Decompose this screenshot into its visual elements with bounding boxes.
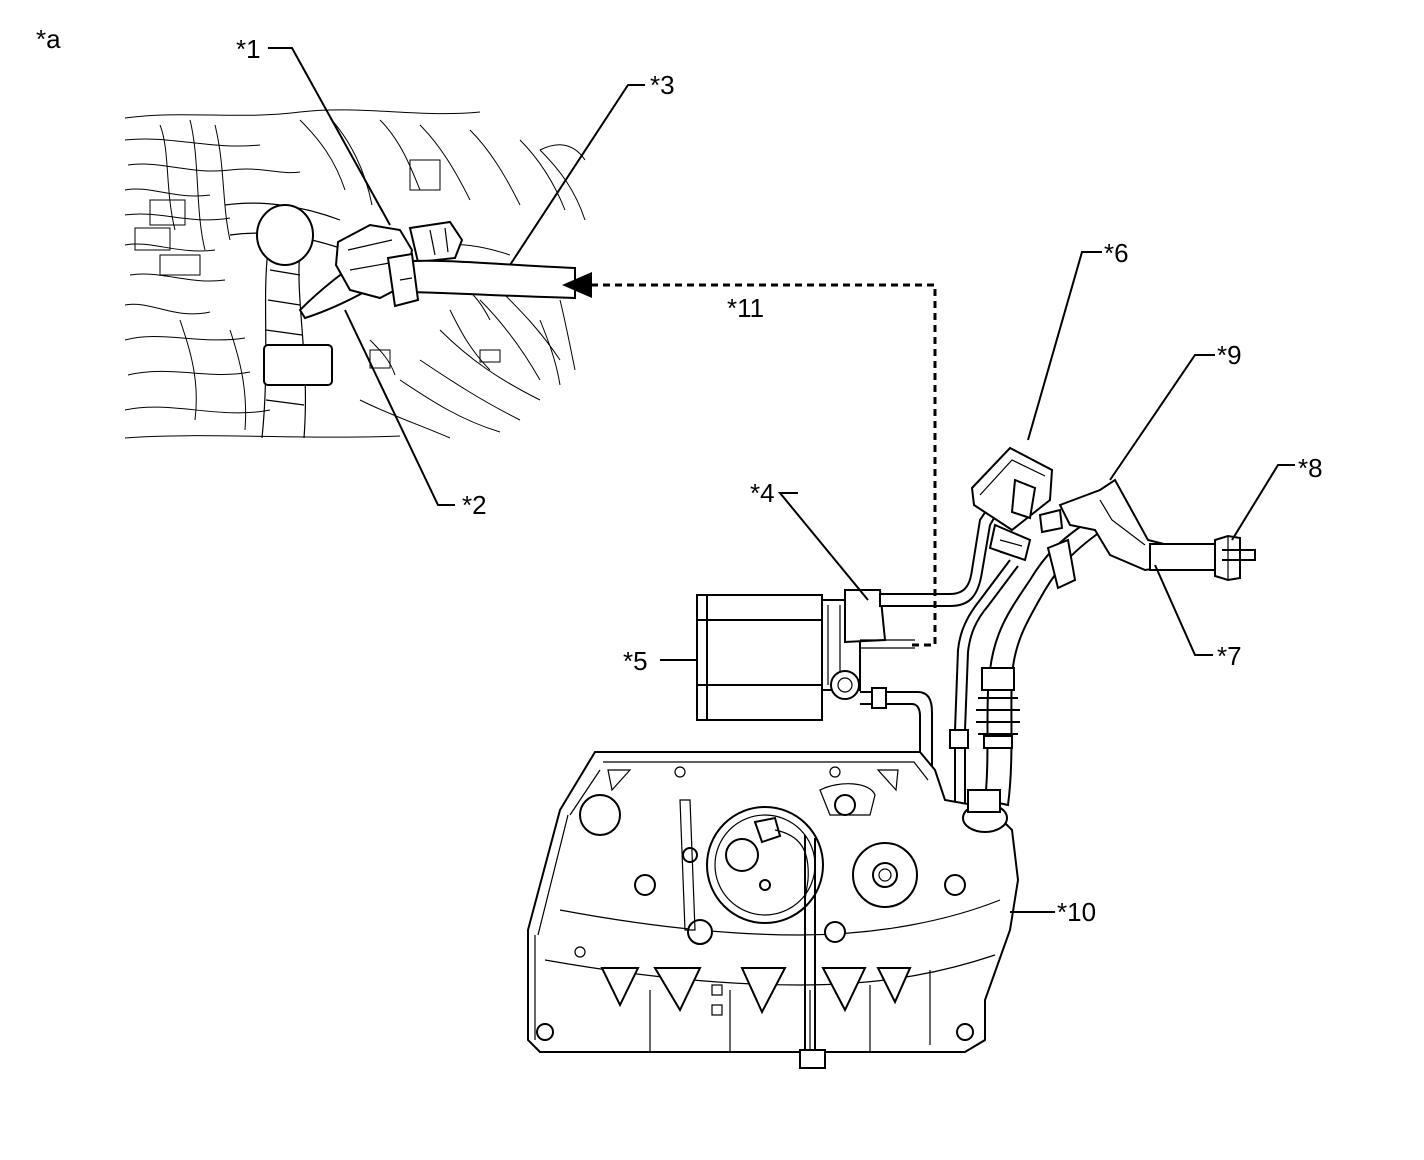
callout-2: *2	[462, 490, 487, 520]
callout-3: *3	[650, 70, 675, 100]
leader-lines	[268, 47, 1295, 913]
callout-6: *6	[1104, 238, 1129, 268]
callout-1: *1	[236, 34, 261, 64]
fuel-tank	[527, 751, 1020, 1069]
charcoal-canister	[696, 589, 915, 721]
view-label: *a	[36, 24, 61, 54]
purge-line-route	[585, 283, 937, 647]
harness-clamp	[263, 344, 333, 386]
callout-7: *7	[1217, 641, 1242, 671]
callout-10: *10	[1057, 897, 1096, 927]
callout-11: *11	[727, 293, 764, 323]
callout-4: *4	[750, 478, 775, 508]
callout-8: *8	[1298, 453, 1323, 483]
callout-9: *9	[1217, 340, 1242, 370]
arrow-head-icon	[562, 272, 592, 298]
callout-5: *5	[623, 646, 648, 676]
engine-compartment-illustration	[124, 109, 586, 439]
